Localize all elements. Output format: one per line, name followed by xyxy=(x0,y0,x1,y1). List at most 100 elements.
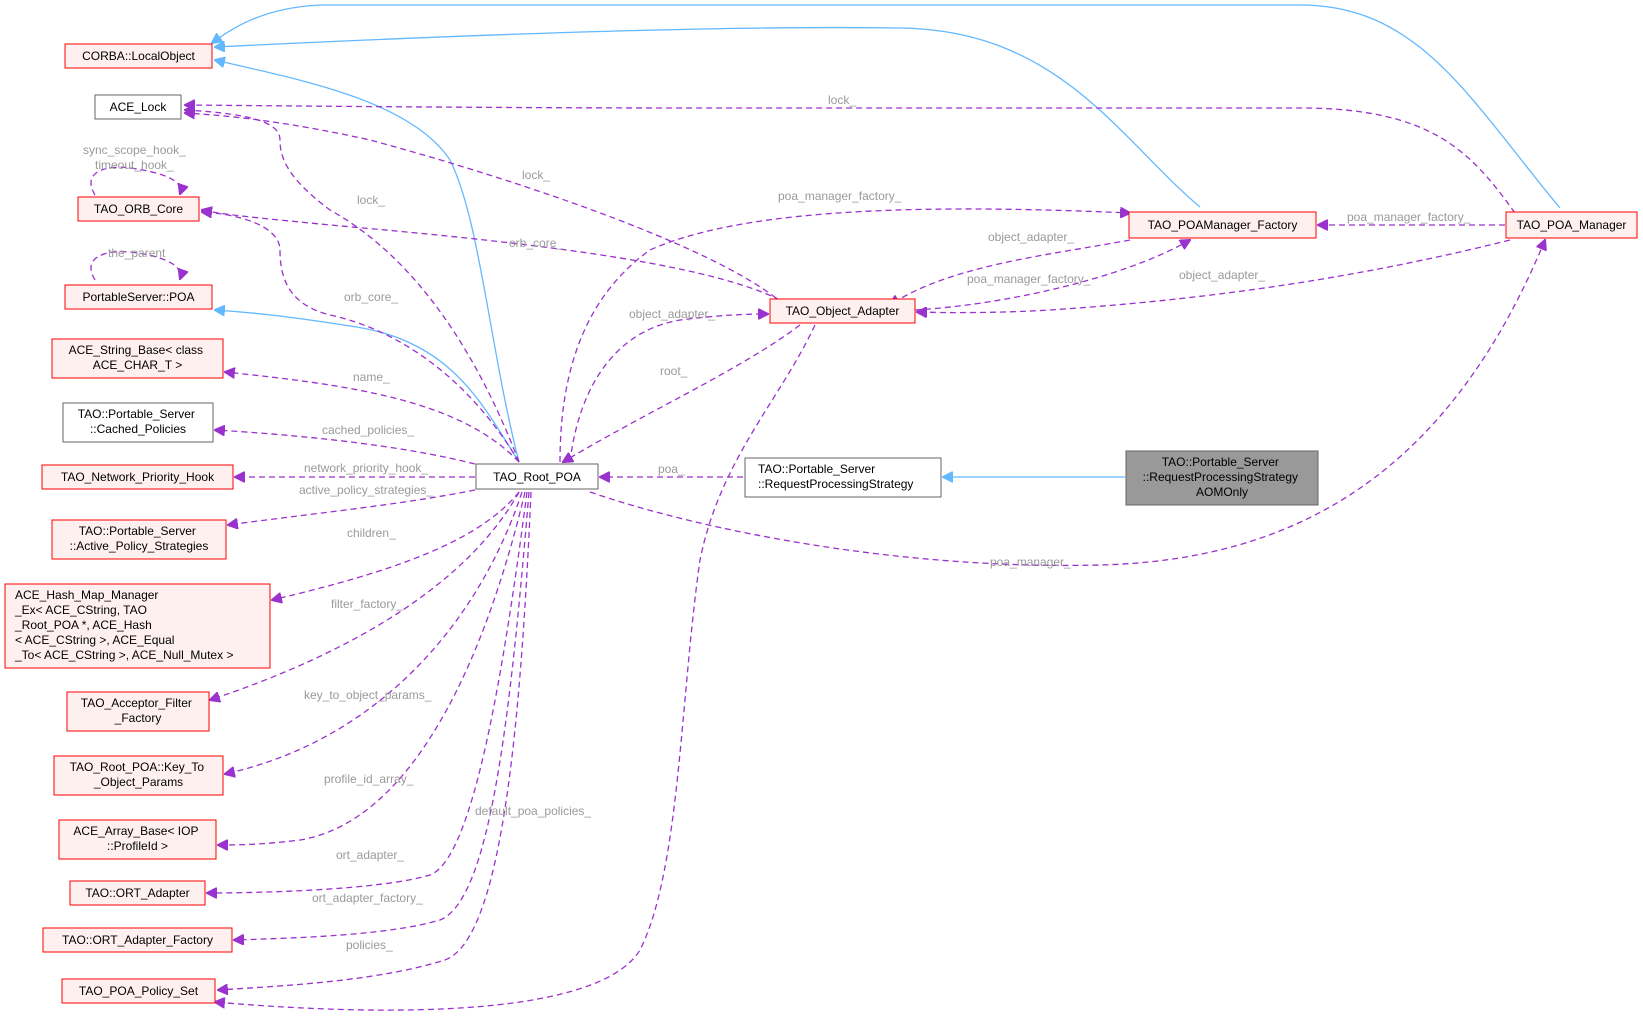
svg-text:TAO::ORT_Adapter: TAO::ORT_Adapter xyxy=(85,886,189,900)
svg-text:ACE_Hash_Map_Manager _: ACE_Hash_Map_Manager _Ex< ACE_CString, T… xyxy=(14,588,233,662)
svg-text:TAO::Portable_Server :: TAO::Portable_Server ::Active_Policy_Str… xyxy=(70,524,209,553)
label-orb-core-oa: orb_core_ xyxy=(509,236,563,250)
node-rps-aom-only[interactable]: TAO::Portable_Server ::RequestProcessing… xyxy=(1125,450,1319,506)
svg-text:TAO_Root_POA::Key_To _: TAO_Root_POA::Key_To _Object_Params xyxy=(70,760,208,789)
svg-text:TAO_POA_Policy_Set: TAO_POA_Policy_Set xyxy=(79,984,199,998)
label-children: children_ xyxy=(347,526,396,540)
node-poa-manager[interactable]: TAO_POA_Manager xyxy=(1505,211,1638,239)
edge-object-adapter-root xyxy=(569,314,768,463)
svg-text:ACE_Lock: ACE_Lock xyxy=(110,100,168,114)
label-ort-adapter-factory: ort_adapter_factory_ xyxy=(312,891,423,905)
label-name: name_ xyxy=(353,370,390,384)
svg-text:CORBA::LocalObject: CORBA::LocalObject xyxy=(82,49,195,63)
node-ace-array-base[interactable]: ACE_Array_Base< IOP ::ProfileId > xyxy=(58,819,217,860)
node-ace-string-base[interactable]: ACE_String_Base< class ACE_CHAR_T > xyxy=(51,338,224,379)
edge-active-policy-strategies xyxy=(228,489,476,525)
label-the-parent: the_parent xyxy=(108,246,166,260)
edge-lock-poa-manager xyxy=(185,105,1516,214)
label-ort-adapter: ort_adapter_ xyxy=(336,848,404,862)
edge-orb-core-root-poa xyxy=(202,212,520,463)
label-object-adapter-pmf: object_adapter_ xyxy=(988,230,1074,244)
edge-filter-factory xyxy=(210,491,520,700)
node-key-to-object-params[interactable]: TAO_Root_POA::Key_To _Object_Params xyxy=(53,755,224,796)
edge-poa-manager-factory-root xyxy=(559,209,1130,463)
svg-text:TAO::Portable_Server :: TAO::Portable_Server ::RequestProcessing… xyxy=(758,462,913,491)
edge-cached-policies xyxy=(215,430,476,465)
label-poa: poa_ xyxy=(658,462,685,476)
label-poa-manager: poa_manager_ xyxy=(990,555,1071,569)
label-cached-policies: cached_policies_ xyxy=(322,423,414,437)
node-poamanager-factory[interactable]: TAO_POAManager_Factory xyxy=(1128,211,1317,239)
label-poa-manager-factory-oa: poa_manager_factory_ xyxy=(967,272,1091,286)
label-active-policy-strategies: active_policy_strategies_ xyxy=(299,483,433,497)
edge-policies xyxy=(218,491,532,990)
label-orb-core-root: orb_core_ xyxy=(344,290,398,304)
label-object-adapter-root: object_adapter_ xyxy=(629,307,715,321)
node-hash-map-manager[interactable]: ACE_Hash_Map_Manager _Ex< ACE_CString, T… xyxy=(4,583,271,669)
edge-name xyxy=(225,372,520,463)
label-default-poa-policies: default_poa_policies_ xyxy=(475,804,591,818)
edge-children xyxy=(272,491,520,600)
node-poa-policy-set[interactable]: TAO_POA_Policy_Set xyxy=(61,978,216,1004)
edge-poa-manager xyxy=(589,240,1545,567)
edge-key-to-object-params xyxy=(225,491,523,774)
label-lock-top: lock_ xyxy=(828,93,856,107)
edge-object-adapter-pmf xyxy=(890,239,1131,305)
edge-default-poa-policies xyxy=(215,324,816,1011)
edge-lock-root-poa xyxy=(185,110,520,463)
edge-lock-object-adapter xyxy=(185,113,777,299)
node-portableserver-poa[interactable]: PortableServer::POA xyxy=(64,284,213,310)
svg-text:TAO_ORB_Core: TAO_ORB_Core xyxy=(94,202,183,216)
label-filter-factory: filter_factory_ xyxy=(331,597,403,611)
node-acceptor-filter-factory[interactable]: TAO_Acceptor_Filter _Factory xyxy=(66,691,210,732)
edge-ort-adapter xyxy=(207,491,528,893)
svg-text:TAO_POAManager_Factory: TAO_POAManager_Factory xyxy=(1148,218,1298,232)
svg-text:TAO::ORT_Adapter_Factory: TAO::ORT_Adapter_Factory xyxy=(62,933,213,947)
edge-orb-core-object-adapter xyxy=(202,210,781,301)
label-object-adapter-pm: object_adapter_ xyxy=(1179,268,1265,282)
label-root: root_ xyxy=(660,364,688,378)
node-request-processing-strategy[interactable]: TAO::Portable_Server ::RequestProcessing… xyxy=(744,457,942,498)
edge-labels: lock_ lock_ lock_ sync_scope_hook_ timeo… xyxy=(83,93,1471,952)
usage-edges xyxy=(90,105,1545,1011)
label-poa-manager-factory-pm: poa_manager_factory_ xyxy=(1347,210,1471,224)
svg-text:TAO_Root_POA: TAO_Root_POA xyxy=(493,470,581,484)
label-lock-root: lock_ xyxy=(357,193,385,207)
node-object-adapter[interactable]: TAO_Object_Adapter xyxy=(769,298,916,324)
inheritance-edges xyxy=(212,4,1561,477)
svg-text:TAO_Acceptor_Filter _F: TAO_Acceptor_Filter _Factory xyxy=(81,696,196,725)
svg-text:TAO_POA_Manager: TAO_POA_Manager xyxy=(1517,218,1627,232)
node-network-priority-hook[interactable]: TAO_Network_Priority_Hook xyxy=(41,464,234,490)
node-tao-orb-core[interactable]: TAO_ORB_Core xyxy=(77,196,200,222)
node-corba-localobject[interactable]: CORBA::LocalObject xyxy=(64,43,213,69)
node-active-policy-strategies[interactable]: TAO::Portable_Server ::Active_Policy_Str… xyxy=(51,519,227,560)
label-profile-id-array: profile_id_array_ xyxy=(324,772,414,786)
edge-poa-manager-to-localobject xyxy=(212,4,1561,209)
label-timeout-hook: timeout_hook_ xyxy=(95,158,174,172)
label-sync-scope-hook: sync_scope_hook_ xyxy=(83,143,186,157)
edge-ort-adapter-factory xyxy=(234,491,530,940)
edge-object-adapter-pm xyxy=(917,239,1511,313)
svg-text:PortableServer::POA: PortableServer::POA xyxy=(82,290,194,304)
svg-text:ACE_String_Base< class: ACE_String_Base< class ACE_CHAR_T > xyxy=(69,343,207,372)
node-ort-adapter-factory[interactable]: TAO::ORT_Adapter_Factory xyxy=(42,927,233,953)
node-cached-policies[interactable]: TAO::Portable_Server ::Cached_Policies xyxy=(62,402,214,443)
edge-root-object-adapter xyxy=(563,324,801,462)
label-poa-manager-factory-root: poa_manager_factory_ xyxy=(778,189,902,203)
label-network-priority-hook: network_priority_hook_ xyxy=(304,461,428,475)
node-ace-lock[interactable]: ACE_Lock xyxy=(94,94,182,120)
node-ort-adapter[interactable]: TAO::ORT_Adapter xyxy=(69,880,206,906)
edge-root-poa-to-localobject xyxy=(215,60,520,463)
svg-text:TAO::Portable_Server :: TAO::Portable_Server ::RequestProcessing… xyxy=(1143,455,1302,499)
svg-text:TAO_Network_Priority_Hook: TAO_Network_Priority_Hook xyxy=(61,470,215,484)
svg-text:TAO::Portable_Server :: TAO::Portable_Server ::Cached_Policies xyxy=(78,407,199,436)
edge-profile-id-array xyxy=(218,491,526,845)
edge-root-poa-to-portableserver-poa xyxy=(215,310,520,463)
label-lock-oa: lock_ xyxy=(522,168,550,182)
nodes: CORBA::LocalObject ACE_Lock TAO_ORB_Core… xyxy=(4,43,1638,1004)
label-key-to-object-params: key_to_object_params_ xyxy=(304,688,432,702)
svg-text:TAO_Object_Adapter: TAO_Object_Adapter xyxy=(786,304,900,318)
edge-poa-manager-factory-oa xyxy=(914,240,1190,311)
node-root-poa[interactable]: TAO_Root_POA xyxy=(475,463,599,490)
